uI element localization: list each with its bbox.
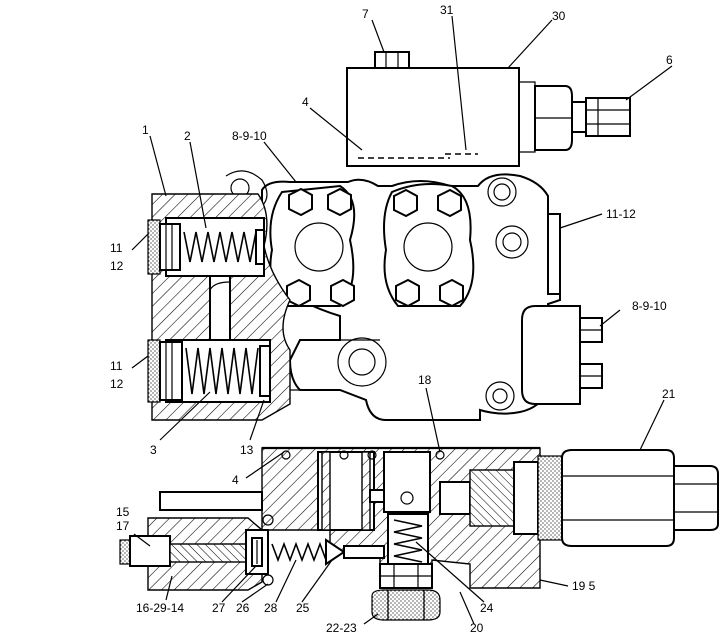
callout-11-upper: 11	[110, 241, 123, 255]
callout-21: 21	[662, 387, 676, 401]
bottom-plug	[371, 563, 441, 621]
callout-30: 30	[552, 9, 566, 23]
callout-4-top: 4	[302, 95, 309, 109]
leader-lines	[131, 15, 673, 625]
relief-spring-upper	[183, 229, 265, 265]
callout-7: 7	[362, 7, 369, 21]
callout-24: 24	[480, 601, 494, 615]
callout-6: 6	[666, 53, 673, 67]
cartridge-spring	[271, 538, 385, 566]
solenoid-nut	[374, 51, 410, 69]
callout-8-9-10-top: 8-9-10	[232, 129, 267, 143]
callout-labels: 7 31 30 6 4 8-9-10 1 2 11-12 11 12 8-9-1…	[110, 3, 676, 635]
callout-15: 15	[116, 505, 130, 519]
relief-spring-lower	[185, 345, 271, 397]
callout-1: 1	[142, 123, 149, 137]
callout-3: 3	[150, 443, 157, 457]
callout-11-12-right: 11-12	[606, 207, 636, 221]
callout-12-lower: 12	[110, 377, 124, 391]
valve-body-upper	[225, 170, 561, 421]
callout-28: 28	[264, 601, 278, 615]
callout-26: 26	[236, 601, 250, 615]
callout-20: 20	[470, 621, 484, 635]
callout-18: 18	[418, 373, 432, 387]
left-cartridge	[119, 491, 274, 591]
callout-8-9-10-right: 8-9-10	[632, 299, 667, 313]
callout-31: 31	[440, 3, 454, 17]
callout-22-23: 22-23	[326, 621, 357, 635]
callout-11-lower: 11	[110, 359, 123, 373]
relief-plug-lower	[147, 339, 183, 403]
callout-27: 27	[212, 601, 226, 615]
callout-2: 2	[184, 129, 191, 143]
callout-17: 17	[116, 519, 130, 533]
right-end-cap	[521, 305, 603, 405]
callout-19-5: 19 5	[572, 579, 596, 593]
callout-4-mid: 4	[232, 473, 239, 487]
solenoid	[346, 67, 631, 167]
callout-13: 13	[240, 443, 254, 457]
callout-16-29-14: 16-29-14	[136, 601, 184, 615]
side-plug-right	[547, 213, 561, 295]
callout-12-upper: 12	[110, 259, 124, 273]
right-fitting	[439, 449, 719, 547]
relief-plug-upper	[147, 219, 181, 275]
callout-25: 25	[296, 601, 310, 615]
check-spring	[387, 513, 429, 565]
